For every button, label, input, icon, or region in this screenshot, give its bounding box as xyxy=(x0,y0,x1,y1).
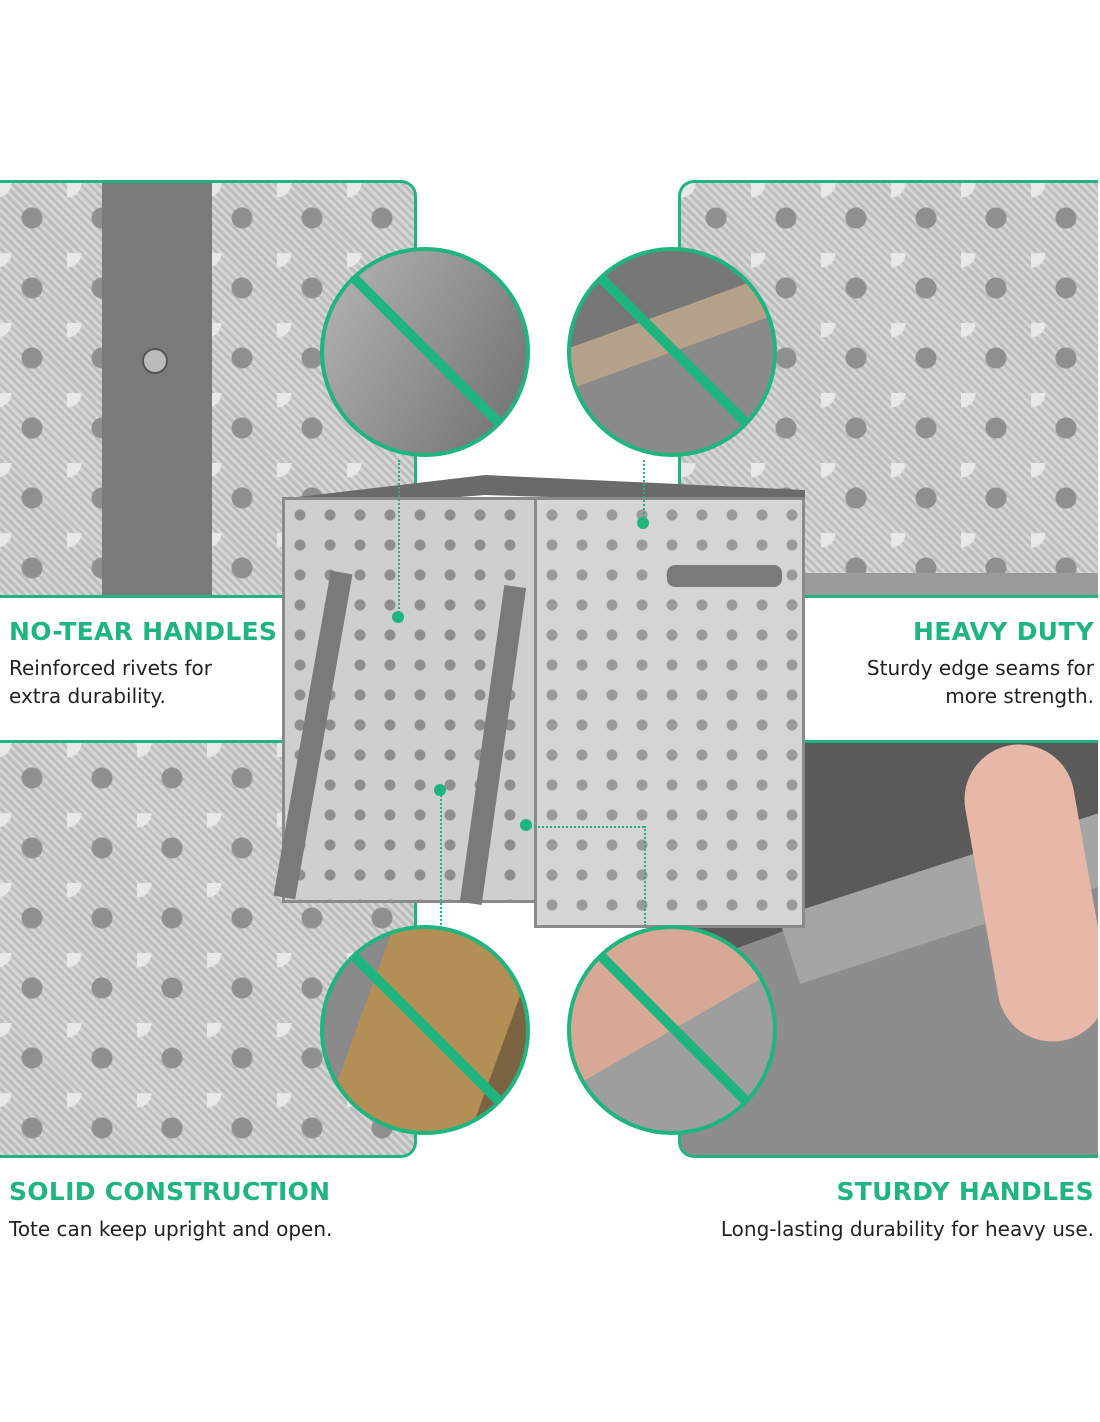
desc-line: Reinforced rivets for xyxy=(9,656,212,680)
feature-title: SOLID CONSTRUCTION xyxy=(9,1177,331,1206)
prohibited-slash-icon xyxy=(584,261,768,445)
broken-edge-closeup xyxy=(567,247,777,457)
handle-strap xyxy=(102,183,212,595)
callout-line xyxy=(644,826,646,926)
desc-line: more strength. xyxy=(945,684,1094,708)
feature-title: STURDY HANDLES xyxy=(836,1177,1094,1206)
callout-dot xyxy=(637,517,649,529)
feature-description: Long-lasting durability for heavy use. xyxy=(720,1217,1094,1241)
collapsed-cardboard-closeup xyxy=(320,925,530,1135)
feature-title: NO-TEAR HANDLES xyxy=(9,617,278,646)
callout-line xyxy=(527,826,644,828)
callout-line xyxy=(398,460,400,616)
feature-description: Tote can keep upright and open. xyxy=(9,1217,333,1241)
feature-title: HEAVY DUTY xyxy=(912,617,1094,646)
callout-dot xyxy=(434,784,446,796)
storage-tote-product xyxy=(272,475,805,928)
prohibited-slash-icon xyxy=(337,939,521,1123)
callout-dot xyxy=(392,611,404,623)
side-handle xyxy=(667,565,782,587)
callout-line xyxy=(440,790,442,925)
tote-side xyxy=(534,497,805,928)
callout-dot xyxy=(520,819,532,831)
torn-strap-closeup xyxy=(567,925,777,1135)
prohibited-slash-icon xyxy=(584,939,768,1123)
callout-line xyxy=(643,460,645,522)
torn-handle-closeup xyxy=(320,247,530,457)
feature-description: Reinforced rivets for extra durability. xyxy=(9,654,212,710)
desc-line: extra durability. xyxy=(9,684,166,708)
feature-description: Sturdy edge seams for more strength. xyxy=(867,654,1094,710)
rivet-icon xyxy=(142,348,168,374)
prohibited-slash-icon xyxy=(337,261,521,445)
desc-line: Sturdy edge seams for xyxy=(866,656,1094,680)
